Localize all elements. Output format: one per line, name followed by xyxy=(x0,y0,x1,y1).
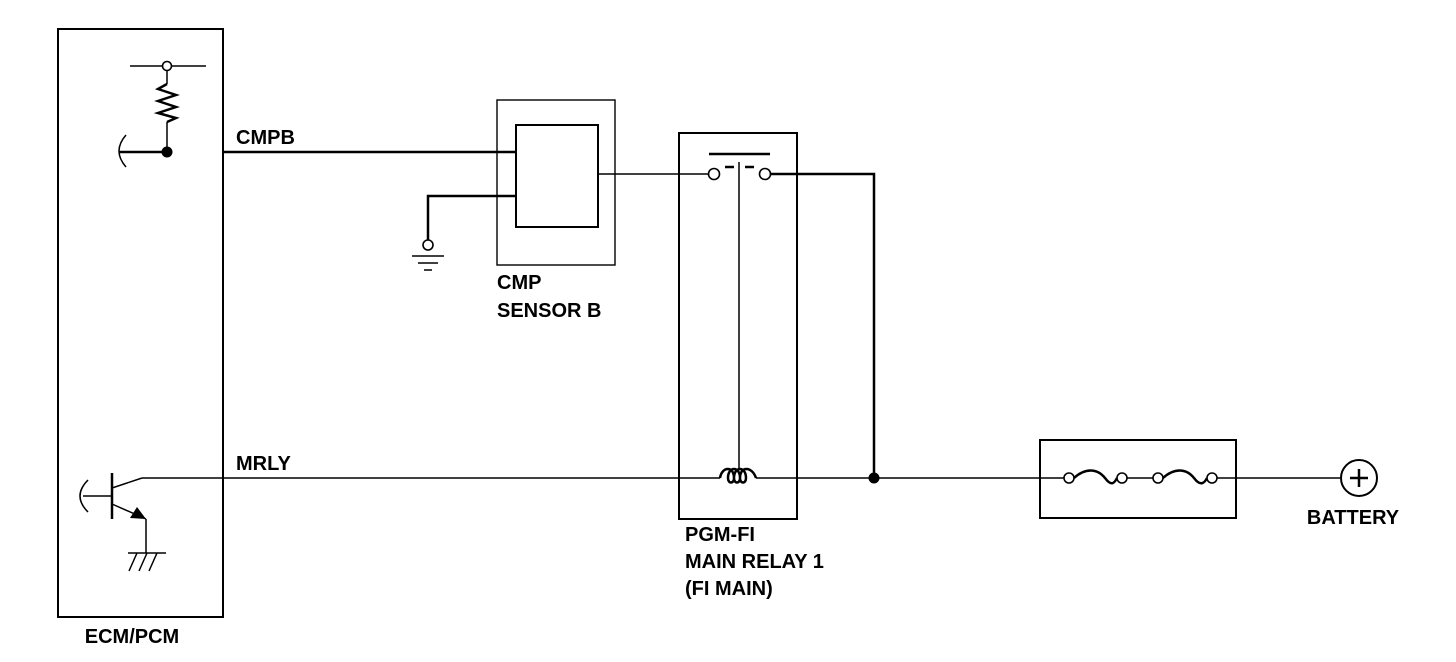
battery-label: BATTERY xyxy=(1307,507,1400,529)
transistor-driver-icon xyxy=(79,473,166,572)
fuse-icon xyxy=(1063,469,1128,485)
main-relay-label-line3: (FI MAIN) xyxy=(685,578,773,600)
main-relay-label-line2: MAIN RELAY 1 xyxy=(685,551,824,573)
fuse-box-outline xyxy=(1039,439,1237,519)
cmp-sensor-label-line1: CMP xyxy=(497,272,541,294)
pullup-resistor-icon xyxy=(130,60,206,152)
ground-icon xyxy=(412,194,516,271)
cmp-sensor-label-line2: SENSOR B xyxy=(497,300,601,322)
mrly-signal-label: MRLY xyxy=(236,453,291,475)
cmp-sensor-outer-box xyxy=(496,99,616,266)
relay-coil-icon xyxy=(718,467,758,484)
pgm-fi-main-relay: PGM-FI MAIN RELAY 1 (FI MAIN) xyxy=(678,132,824,600)
cmpb-signal-label: CMPB xyxy=(236,127,295,149)
main-relay-box xyxy=(678,132,798,520)
battery-junction-dot xyxy=(868,472,880,484)
ecm-pcm-box xyxy=(57,28,224,618)
cmpb-junction-dot xyxy=(161,146,173,158)
ecm-pcm-label: ECM/PCM xyxy=(85,626,179,648)
main-relay-label-line1: PGM-FI xyxy=(685,524,755,546)
battery-positive-icon xyxy=(1340,459,1378,497)
ecm-pcm-module: ECM/PCM xyxy=(57,28,224,648)
cmp-sensor-b: CMP SENSOR B xyxy=(496,99,616,322)
relay-contact-feed-wire xyxy=(770,172,876,478)
fuse-icon xyxy=(1152,469,1218,485)
relay-switch-icon xyxy=(707,152,772,470)
fuse-box xyxy=(1039,439,1237,519)
cmp-sensor-inner-box xyxy=(515,124,599,228)
